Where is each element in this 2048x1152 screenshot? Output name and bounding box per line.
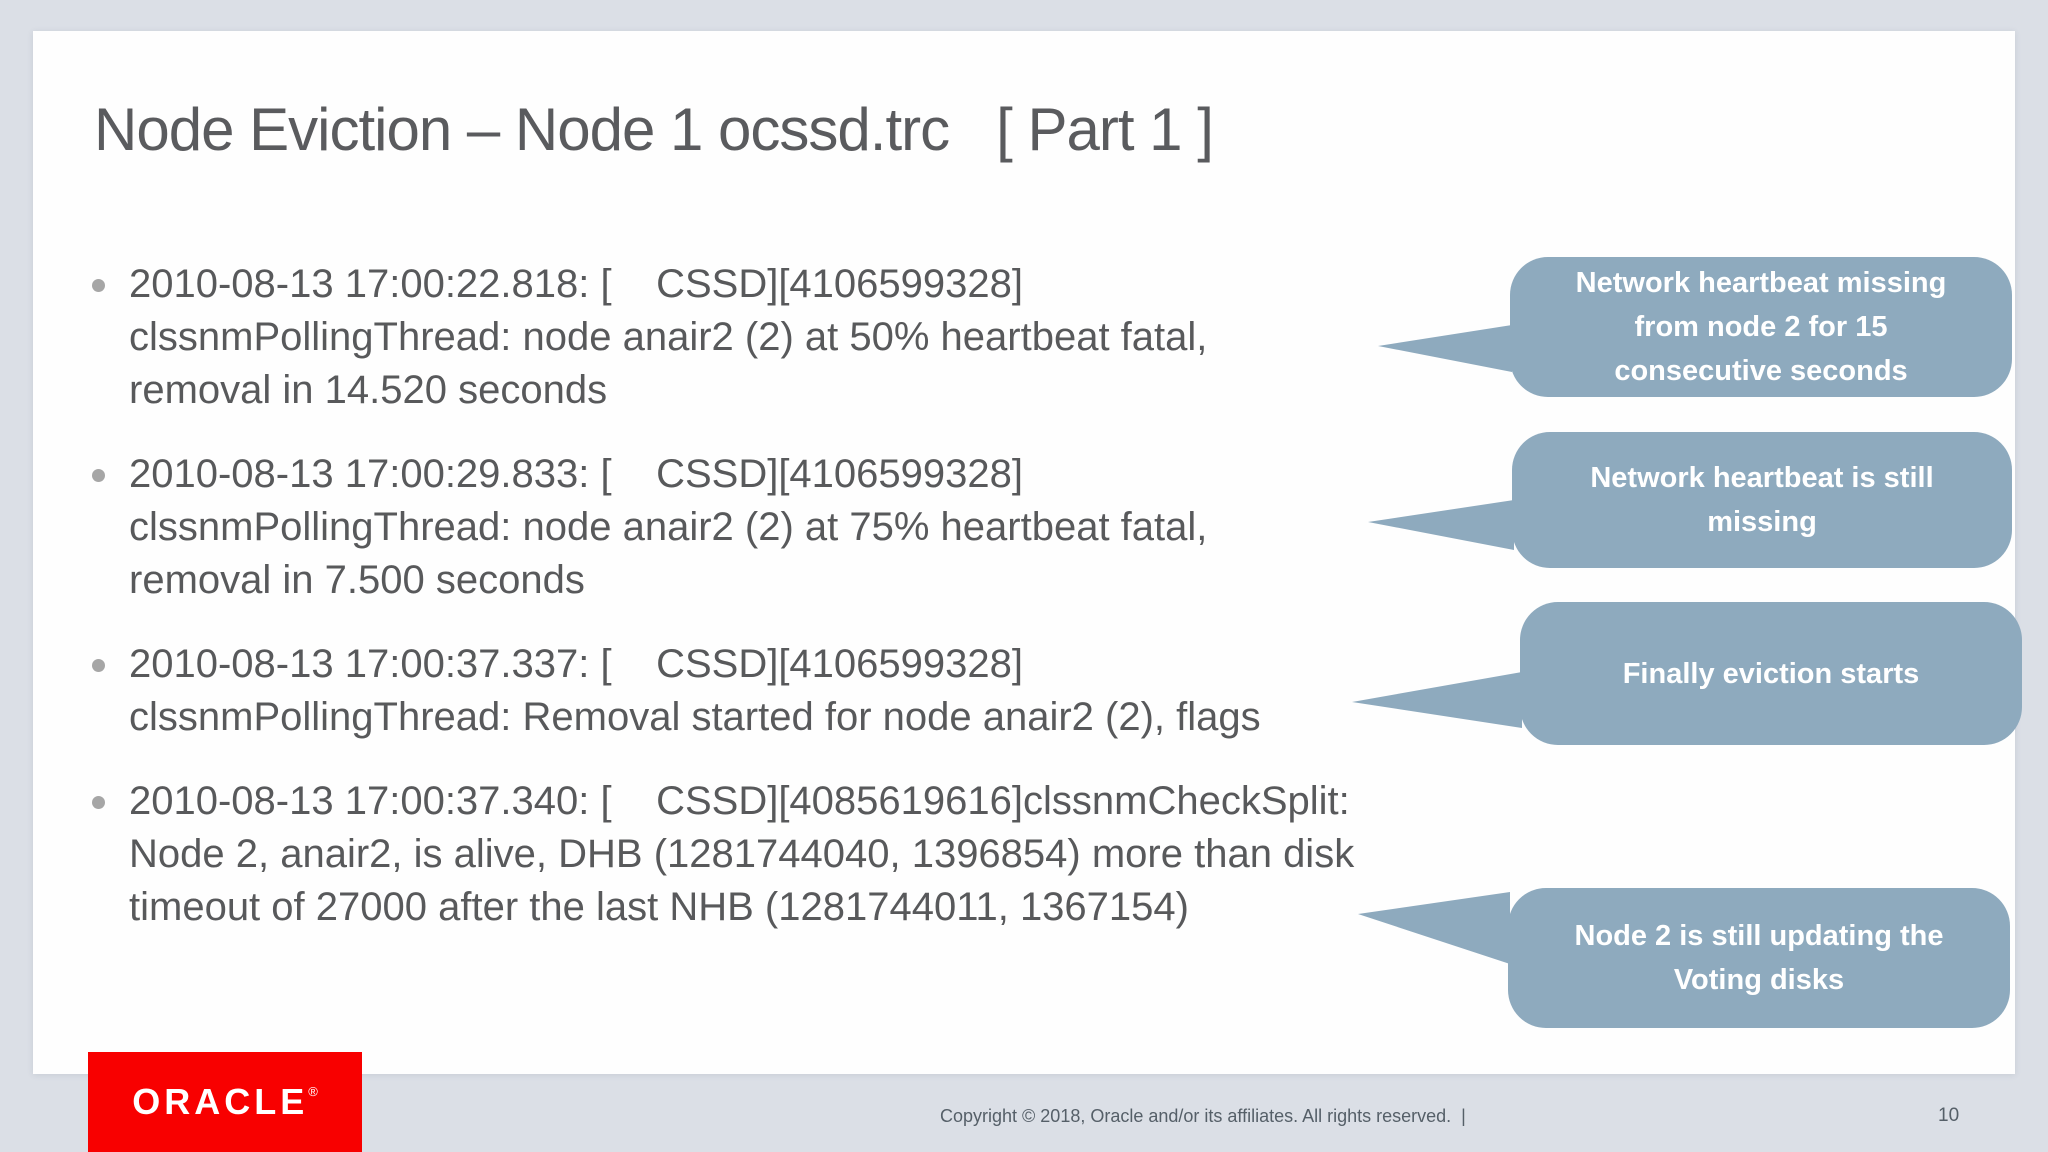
callout-network-heartbeat-missing: Network heartbeat missing from node 2 fo… [1510,257,2012,397]
log-text-3: 2010-08-13 17:00:37.337: [ CSSD][4106599… [129,642,1261,739]
registered-mark: ® [308,1084,318,1099]
log-bullet-list: 2010-08-13 17:00:22.818: [ CSSD][4106599… [92,258,1552,965]
callout-text: Network heartbeat is still missing [1590,462,1934,538]
callout-voting-disks: Node 2 is still updating the Voting disk… [1508,888,2010,1028]
log-text-2: 2010-08-13 17:00:29.833: [ CSSD][4106599… [129,452,1208,602]
callout-text: Node 2 is still updating the Voting disk… [1574,920,1944,996]
log-text-4: 2010-08-13 17:00:37.340: [ CSSD][4085619… [129,779,1355,929]
bullet-dot [92,659,105,672]
log-bullet-1: 2010-08-13 17:00:22.818: [ CSSD][4106599… [92,258,1552,417]
log-bullet-2: 2010-08-13 17:00:29.833: [ CSSD][4106599… [92,448,1552,607]
page-number: 10 [1938,1105,1960,1126]
log-text-1: 2010-08-13 17:00:22.818: [ CSSD][4106599… [129,262,1208,412]
bullet-dot [92,469,105,482]
callout-text: Network heartbeat missing from node 2 fo… [1575,267,1947,387]
callout-eviction-starts: Finally eviction starts [1520,602,2022,745]
oracle-logo: ORACLE® [88,1052,362,1152]
log-bullet-4: 2010-08-13 17:00:37.340: [ CSSD][4085619… [92,775,1552,934]
callout-text: Finally eviction starts [1622,657,1920,690]
oracle-logo-text: ORACLE® [132,1081,318,1122]
copyright-text: Copyright © 2018, Oracle and/or its affi… [940,1106,1466,1126]
bullet-dot [92,796,105,809]
slide-title: Node Eviction – Node 1 ocssd.trc [ Part … [94,96,1214,163]
bullet-dot [92,279,105,292]
callout-heartbeat-still-missing: Network heartbeat is still missing [1512,432,2012,568]
log-bullet-3: 2010-08-13 17:00:37.337: [ CSSD][4106599… [92,638,1552,744]
